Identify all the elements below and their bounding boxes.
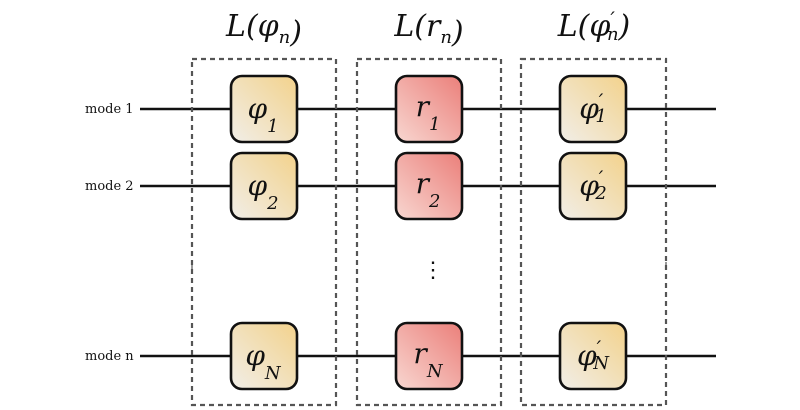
layer-boxes [190, 57, 668, 407]
gate-phi-n: φN [229, 321, 299, 391]
gate-phi-n-label: φN [245, 339, 282, 384]
gate-phi-n-box [229, 321, 299, 391]
layer-box-phi-prime [519, 57, 668, 407]
gate-phi-prime-2: φ′2 [558, 151, 628, 221]
gate-r-2-box [394, 151, 464, 221]
gate-phi-prime-1-box [558, 74, 628, 144]
gate-r-2-label: r2 [416, 167, 441, 212]
gate-phi-2-box [229, 151, 299, 221]
gate-phi-prime-1-label: φ′1 [579, 89, 607, 127]
gate-phi-prime-n-box [558, 321, 628, 391]
layer-titles: L(φn) L(rn) L(φ′n) [225, 7, 630, 50]
gate-r-1: r1 [394, 74, 464, 144]
gate-r-1-box [394, 74, 464, 144]
layer-title-phi: L(φn) [225, 9, 302, 50]
gate-r-1-label: r1 [416, 90, 441, 135]
gate-phi-2-label: φ2 [247, 169, 278, 214]
edge-marks [191, 262, 667, 270]
mode-label-1: mode 1 [85, 102, 134, 117]
vertical-ellipsis: ⋮ [422, 258, 444, 283]
gate-phi-1: φ1 [229, 74, 299, 144]
layer-box-phi [190, 57, 338, 407]
gate-phi-prime-2-box [558, 151, 628, 221]
gate-phi-1-box [229, 74, 299, 144]
gate-phi-prime-2-label: φ′2 [579, 166, 607, 204]
gate-r-n-box [394, 321, 464, 391]
mode-labels: mode 1 mode 2 mode n [85, 102, 134, 364]
gate-r-2: r2 [394, 151, 464, 221]
mode-label-2: mode 2 [85, 179, 134, 194]
wires [140, 107, 716, 358]
gate-phi-2: φ2 [229, 151, 299, 221]
layer-title-r: L(rn) [393, 9, 463, 50]
gate-phi-1-label: φ1 [247, 92, 278, 137]
layer-title-phi-prime: L(φ′n) [557, 7, 631, 45]
layer-box-r [355, 57, 503, 407]
gate-phi-prime-n: φ′N [558, 321, 628, 391]
gate-phi-prime-n-label: φ′N [577, 336, 610, 374]
mode-label-n: mode n [85, 349, 134, 364]
gate-phi-prime-1: φ′1 [558, 74, 628, 144]
gate-r-n-label: rN [413, 337, 443, 382]
gate-r-n: rN [394, 321, 464, 391]
